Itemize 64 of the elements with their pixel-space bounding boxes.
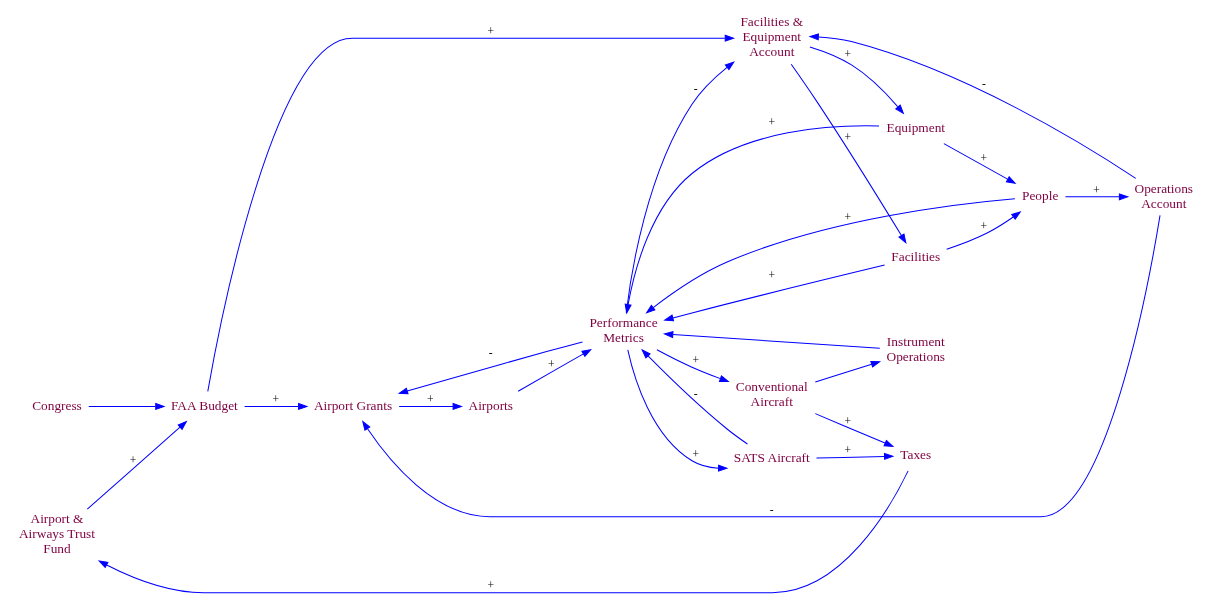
node-text: SATS Aircraft — [733, 450, 810, 466]
node-text: Congress — [32, 397, 82, 413]
arrow — [790, 63, 907, 244]
edge-label: - — [693, 82, 698, 96]
arrow — [398, 403, 462, 410]
arrow — [815, 453, 894, 460]
edge-label: - — [693, 388, 698, 402]
edge-label: + — [768, 268, 776, 282]
edge-label: + — [692, 354, 700, 368]
arrow — [627, 349, 728, 472]
edge-label: + — [980, 219, 988, 233]
node-text: Equipment — [886, 119, 946, 135]
node-text: FAA Budget — [170, 397, 238, 413]
edge-label: - — [488, 346, 493, 360]
edge-label: + — [1093, 183, 1100, 197]
arrow — [641, 349, 748, 445]
arrow — [98, 470, 909, 594]
arrow — [814, 413, 894, 447]
edge-label: + — [844, 414, 852, 428]
edge-label: + — [129, 454, 137, 468]
edge-label: + — [768, 116, 776, 130]
node-text: Airports — [468, 397, 514, 413]
edge-label: + — [548, 358, 555, 372]
edge-label: + — [980, 151, 988, 165]
edge-label: + — [487, 25, 495, 39]
arrow — [646, 198, 1016, 314]
node-text: Conventional Aircraft — [735, 379, 808, 410]
edge-label: + — [844, 211, 852, 225]
arrow — [362, 214, 1161, 518]
arrow — [624, 125, 880, 314]
edge-label: + — [844, 444, 852, 458]
arrow — [656, 349, 729, 382]
arrow — [809, 33, 1137, 179]
edge-label: + — [487, 579, 495, 593]
edge-label: + — [272, 393, 280, 407]
node-text: Facilities & Equipment Account — [740, 14, 804, 60]
edge-label: + — [844, 48, 852, 62]
edge-label: - — [981, 77, 986, 91]
arrow — [943, 143, 1016, 184]
node-text: Performance Metrics — [589, 314, 658, 345]
edge-label: + — [692, 447, 700, 461]
edge-label: + — [844, 131, 852, 145]
arrow — [946, 211, 1021, 250]
node-text: Airport Grants — [313, 397, 393, 413]
arrow — [1064, 193, 1129, 201]
node-text: People — [1022, 188, 1059, 204]
arrow — [244, 403, 308, 410]
arrow — [207, 34, 735, 392]
node-text: Instrument Operations — [886, 334, 946, 365]
arrow — [809, 46, 904, 114]
arrow — [88, 403, 165, 410]
arrow — [625, 61, 735, 314]
arrow — [398, 341, 583, 395]
arrow — [664, 264, 886, 322]
arrow — [517, 349, 592, 392]
arrow — [86, 421, 187, 510]
node-text: Taxes — [900, 446, 932, 462]
node-text: Operations Account — [1134, 180, 1194, 211]
edge-label: + — [426, 393, 434, 407]
node-text: Airport & Airways Trust Fund — [18, 511, 95, 557]
edge-label: - — [769, 503, 774, 517]
arrow — [663, 331, 881, 349]
arrow — [814, 360, 881, 383]
node-text: Facilities — [891, 249, 941, 264]
